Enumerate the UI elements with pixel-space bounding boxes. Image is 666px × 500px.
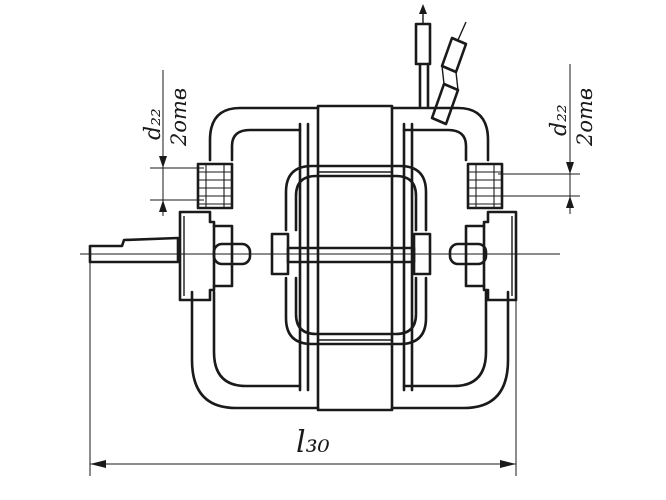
left-fixing-screw <box>196 162 234 210</box>
right-dim-sub-label: 2отв <box>573 88 597 147</box>
lead-wires <box>414 4 468 126</box>
left-dim-sub-label: 2отв <box>167 88 191 147</box>
outer-frame <box>190 106 510 410</box>
right-hole-dimension <box>498 64 580 214</box>
right-fixing-screw <box>466 162 504 210</box>
winding-coils <box>284 122 428 392</box>
shaft <box>80 236 560 264</box>
length-dim-label: l₃₀ <box>296 425 330 460</box>
right-bearing-housing <box>464 210 518 302</box>
stator-core <box>316 104 394 412</box>
left-dim-main-label: d₂₂ <box>141 108 166 140</box>
left-bearing-housing <box>178 210 234 302</box>
length-dimension <box>89 262 517 476</box>
rotor <box>212 232 488 276</box>
right-dim-main-label: d₂₂ <box>547 104 572 136</box>
left-hole-dimension <box>150 70 204 216</box>
